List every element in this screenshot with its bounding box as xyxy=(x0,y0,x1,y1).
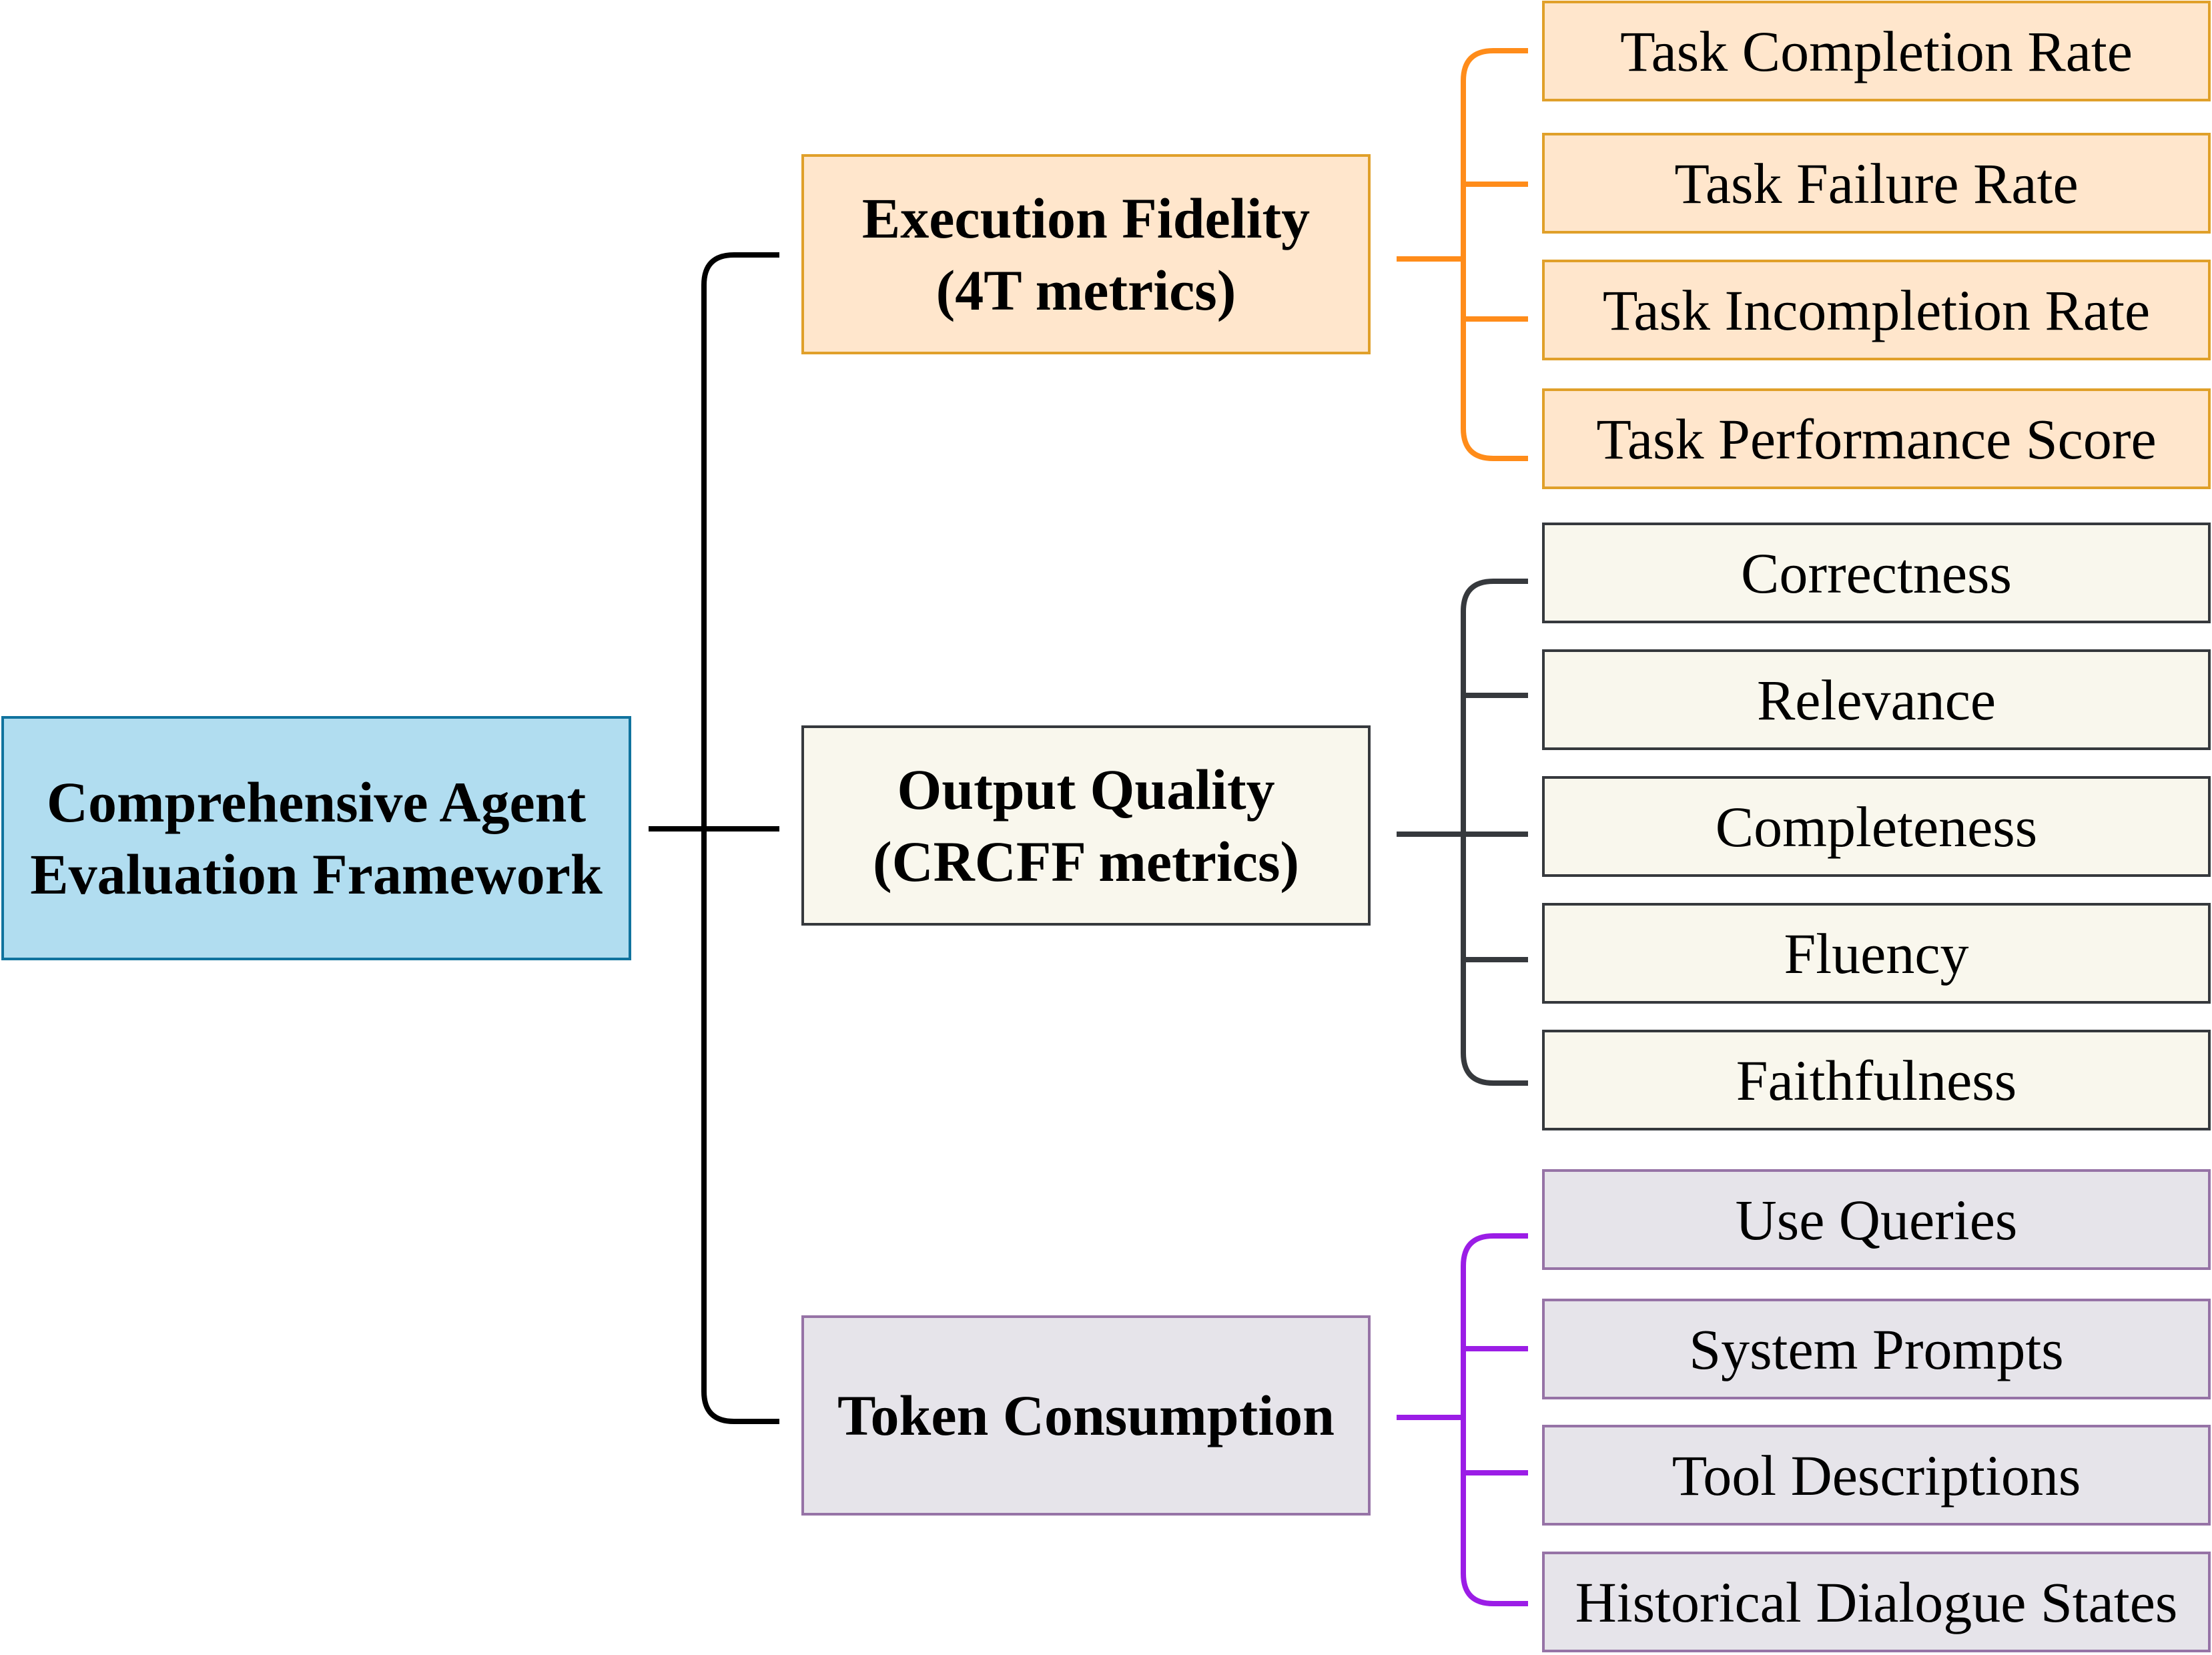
category-output-quality: Output Quality (CRCFF metrics) xyxy=(801,725,1371,926)
root-label: Comprehensive Agent Evaluation Framework xyxy=(30,766,603,910)
leaf-label: System Prompts xyxy=(1689,1317,2064,1381)
category-label: Output Quality (CRCFF metrics) xyxy=(873,753,1299,898)
leaf-label: Task Failure Rate xyxy=(1674,151,2079,216)
leaf-label: Task Incompletion Rate xyxy=(1602,278,2151,342)
bracket-spine xyxy=(1461,1233,1528,1606)
leaf-task-performance-score: Task Performance Score xyxy=(1542,388,2211,489)
leaf-label: Correctness xyxy=(1741,541,2012,605)
leaf-task-incompletion-rate: Task Incompletion Rate xyxy=(1542,260,2211,360)
category-execution-fidelity: Execution Fidelity (4T metrics) xyxy=(801,154,1371,354)
category-label-line1: Execution Fidelity xyxy=(861,186,1311,250)
leaf-label: Faithfulness xyxy=(1736,1048,2017,1112)
category-label: Execution Fidelity (4T metrics) xyxy=(862,182,1310,326)
leaf-label: Task Performance Score xyxy=(1596,406,2157,471)
leaf-task-failure-rate: Task Failure Rate xyxy=(1542,133,2211,234)
root-label-line2: Evaluation Framework xyxy=(30,842,603,906)
bracket-output-quality xyxy=(1397,579,1528,1086)
leaf-historical-dialogue-states: Historical Dialogue States xyxy=(1542,1552,2211,1652)
category-token-consumption: Token Consumption xyxy=(801,1315,1371,1516)
root-bracket xyxy=(649,252,779,1424)
leaf-completeness: Completeness xyxy=(1542,776,2211,877)
leaf-correctness: Correctness xyxy=(1542,523,2211,623)
leaf-label: Completeness xyxy=(1715,794,2038,859)
category-label-line2: (4T metrics) xyxy=(936,258,1236,322)
bracket-spine xyxy=(1461,48,1528,461)
category-label-line1: Output Quality xyxy=(897,757,1275,821)
root-spine xyxy=(701,252,779,1424)
bracket-execution-fidelity xyxy=(1397,48,1528,461)
leaf-label: Use Queries xyxy=(1735,1187,2018,1252)
leaf-use-queries: Use Queries xyxy=(1542,1169,2211,1270)
category-label: Token Consumption xyxy=(837,1379,1335,1451)
category-label-line2: (CRCFF metrics) xyxy=(872,830,1300,894)
leaf-label: Task Completion Rate xyxy=(1620,19,2133,83)
leaf-label: Tool Descriptions xyxy=(1672,1443,2081,1508)
leaf-system-prompts: System Prompts xyxy=(1542,1299,2211,1399)
leaf-fluency: Fluency xyxy=(1542,903,2211,1004)
leaf-faithfulness: Faithfulness xyxy=(1542,1030,2211,1130)
category-label-line1: Token Consumption xyxy=(837,1383,1335,1447)
root-label-line1: Comprehensive Agent xyxy=(46,770,587,834)
root-node: Comprehensive Agent Evaluation Framework xyxy=(1,716,631,960)
leaf-label: Historical Dialogue States xyxy=(1575,1570,2178,1634)
leaf-tool-descriptions: Tool Descriptions xyxy=(1542,1425,2211,1526)
leaf-label: Fluency xyxy=(1784,921,1969,986)
leaf-relevance: Relevance xyxy=(1542,649,2211,750)
leaf-label: Relevance xyxy=(1756,667,1996,732)
leaf-task-completion-rate: Task Completion Rate xyxy=(1542,1,2211,101)
bracket-token-consumption xyxy=(1397,1233,1528,1606)
